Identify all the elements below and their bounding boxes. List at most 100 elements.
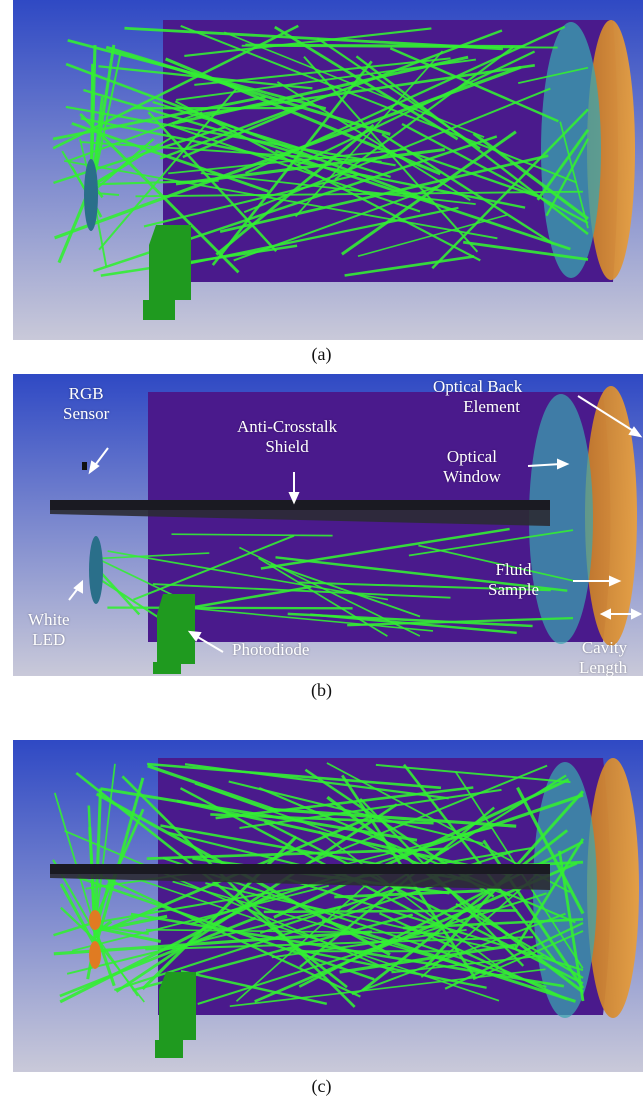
ray <box>171 533 333 537</box>
led-hotspot <box>89 910 101 930</box>
ray <box>179 787 439 926</box>
ray <box>172 55 469 126</box>
light-rays <box>95 527 574 637</box>
ray <box>389 47 559 123</box>
panel-a-ray-trace <box>13 0 643 340</box>
light-rays <box>52 762 585 1008</box>
rgb-sensor <box>82 462 87 470</box>
ray <box>143 173 360 228</box>
ray <box>273 778 570 919</box>
ray <box>545 138 590 217</box>
ray <box>133 534 295 601</box>
ray <box>361 829 569 992</box>
photodiode <box>153 594 195 674</box>
ray <box>243 87 551 214</box>
white-led <box>89 536 103 604</box>
ray <box>339 943 517 974</box>
ray <box>79 112 240 274</box>
ray <box>145 936 534 951</box>
ray <box>152 100 391 178</box>
label-rgb-sensor-line1: RGB <box>68 384 104 403</box>
panel-b-labeled-components: RGB Sensor Anti-Crosstalk Shield Optical… <box>13 374 643 676</box>
ray <box>289 947 487 989</box>
photodiode <box>143 225 191 320</box>
white-led <box>84 159 98 231</box>
label-window-line1: Optical <box>446 447 497 466</box>
ray <box>401 122 589 225</box>
ray <box>124 26 503 51</box>
panel-c-scene <box>13 740 643 1072</box>
label-shield-line1: Anti-Crosstalk <box>237 417 338 436</box>
label-led-line1: White <box>28 610 70 629</box>
ray <box>355 55 589 235</box>
ray <box>318 830 514 979</box>
caption-a: (a) <box>311 344 332 364</box>
ray <box>86 179 219 186</box>
ray <box>381 133 555 246</box>
optical-window <box>541 22 601 278</box>
ray <box>241 44 558 49</box>
panel-a-scene <box>13 0 643 340</box>
label-led-line2: LED <box>32 630 66 649</box>
ray <box>344 255 475 277</box>
ray <box>60 906 96 941</box>
ray <box>375 763 571 784</box>
ray <box>408 529 574 557</box>
ray <box>107 550 389 601</box>
ray <box>514 838 585 950</box>
label-shield-line2: Shield <box>265 437 309 456</box>
ray <box>59 916 257 998</box>
ray <box>64 829 397 974</box>
ray <box>309 613 517 634</box>
ray <box>472 132 589 221</box>
label-fluid-line1: Fluid <box>495 560 532 579</box>
label-window-line2: Window <box>443 467 501 486</box>
ray <box>536 128 590 201</box>
ray <box>184 27 432 57</box>
ray <box>309 764 548 864</box>
ray <box>100 787 418 842</box>
label-white-led: White LED <box>28 610 70 650</box>
photodiode <box>155 972 196 1058</box>
label-fluid-sample: Fluid Sample <box>488 560 539 600</box>
ray <box>334 889 483 899</box>
ray <box>391 954 545 974</box>
shield-top-face <box>50 864 550 874</box>
ray <box>167 605 434 632</box>
caption-c: (c) <box>311 1076 332 1096</box>
led-hotspot <box>89 941 101 969</box>
ray <box>114 867 490 992</box>
ray <box>275 556 568 592</box>
ray <box>219 154 549 234</box>
ray <box>95 552 210 560</box>
ray <box>68 111 203 162</box>
label-fluid-line2: Sample <box>488 580 539 599</box>
ray <box>455 902 584 979</box>
ray <box>83 88 320 161</box>
ray <box>321 918 576 1003</box>
optical-back-element <box>587 758 639 1018</box>
label-back-element-line1: Optical Back <box>433 377 523 396</box>
ray <box>180 969 328 1006</box>
panel-c-ray-trace-with-shield <box>13 740 643 1072</box>
ray <box>98 87 239 251</box>
label-optical-back-element: Optical Back Element <box>433 377 522 417</box>
label-anti-crosstalk-shield: Anti-Crosstalk Shield <box>237 417 337 457</box>
ray <box>147 764 278 813</box>
ray <box>294 50 444 218</box>
ray <box>181 206 459 267</box>
ray <box>94 924 149 935</box>
label-cavity-line2: Length <box>579 658 628 676</box>
ray <box>64 159 498 240</box>
annotation-arrows <box>68 395 643 653</box>
ray <box>418 544 574 582</box>
ray <box>200 172 476 205</box>
ray <box>403 918 584 930</box>
ray <box>76 875 375 981</box>
ray <box>228 780 484 845</box>
ray <box>431 108 589 270</box>
ray <box>54 65 522 240</box>
ray <box>260 527 510 570</box>
caption-b: (b) <box>311 680 332 700</box>
label-rgb-sensor: RGB Sensor <box>63 384 109 424</box>
